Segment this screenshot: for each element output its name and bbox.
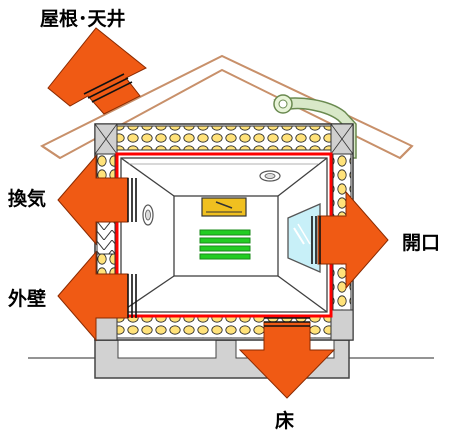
opening-heat-loss-arrow bbox=[317, 190, 389, 290]
left-wall-vent-zone bbox=[96, 217, 116, 255]
label-ventilation: 換気 bbox=[8, 188, 47, 210]
ventilation-duct-icon bbox=[273, 94, 357, 159]
roof-outline bbox=[40, 54, 414, 160]
arrow-insulation-stripes bbox=[83, 73, 321, 327]
label-floor: 床 bbox=[275, 410, 295, 432]
wall-vent-icon bbox=[142, 204, 154, 226]
heat-loss-arrows bbox=[47, 27, 389, 399]
air-conditioner-icon bbox=[201, 197, 247, 217]
label-opening: 開口 bbox=[402, 232, 441, 254]
ceiling-insulation bbox=[116, 125, 332, 151]
label-roof-ceiling: 屋根･天井 bbox=[40, 8, 126, 30]
roof-heat-loss-arrow bbox=[47, 27, 147, 115]
ceiling-light-icon bbox=[259, 170, 281, 182]
label-exterior-wall: 外壁 bbox=[8, 288, 47, 310]
light-panel-icon bbox=[199, 229, 251, 260]
